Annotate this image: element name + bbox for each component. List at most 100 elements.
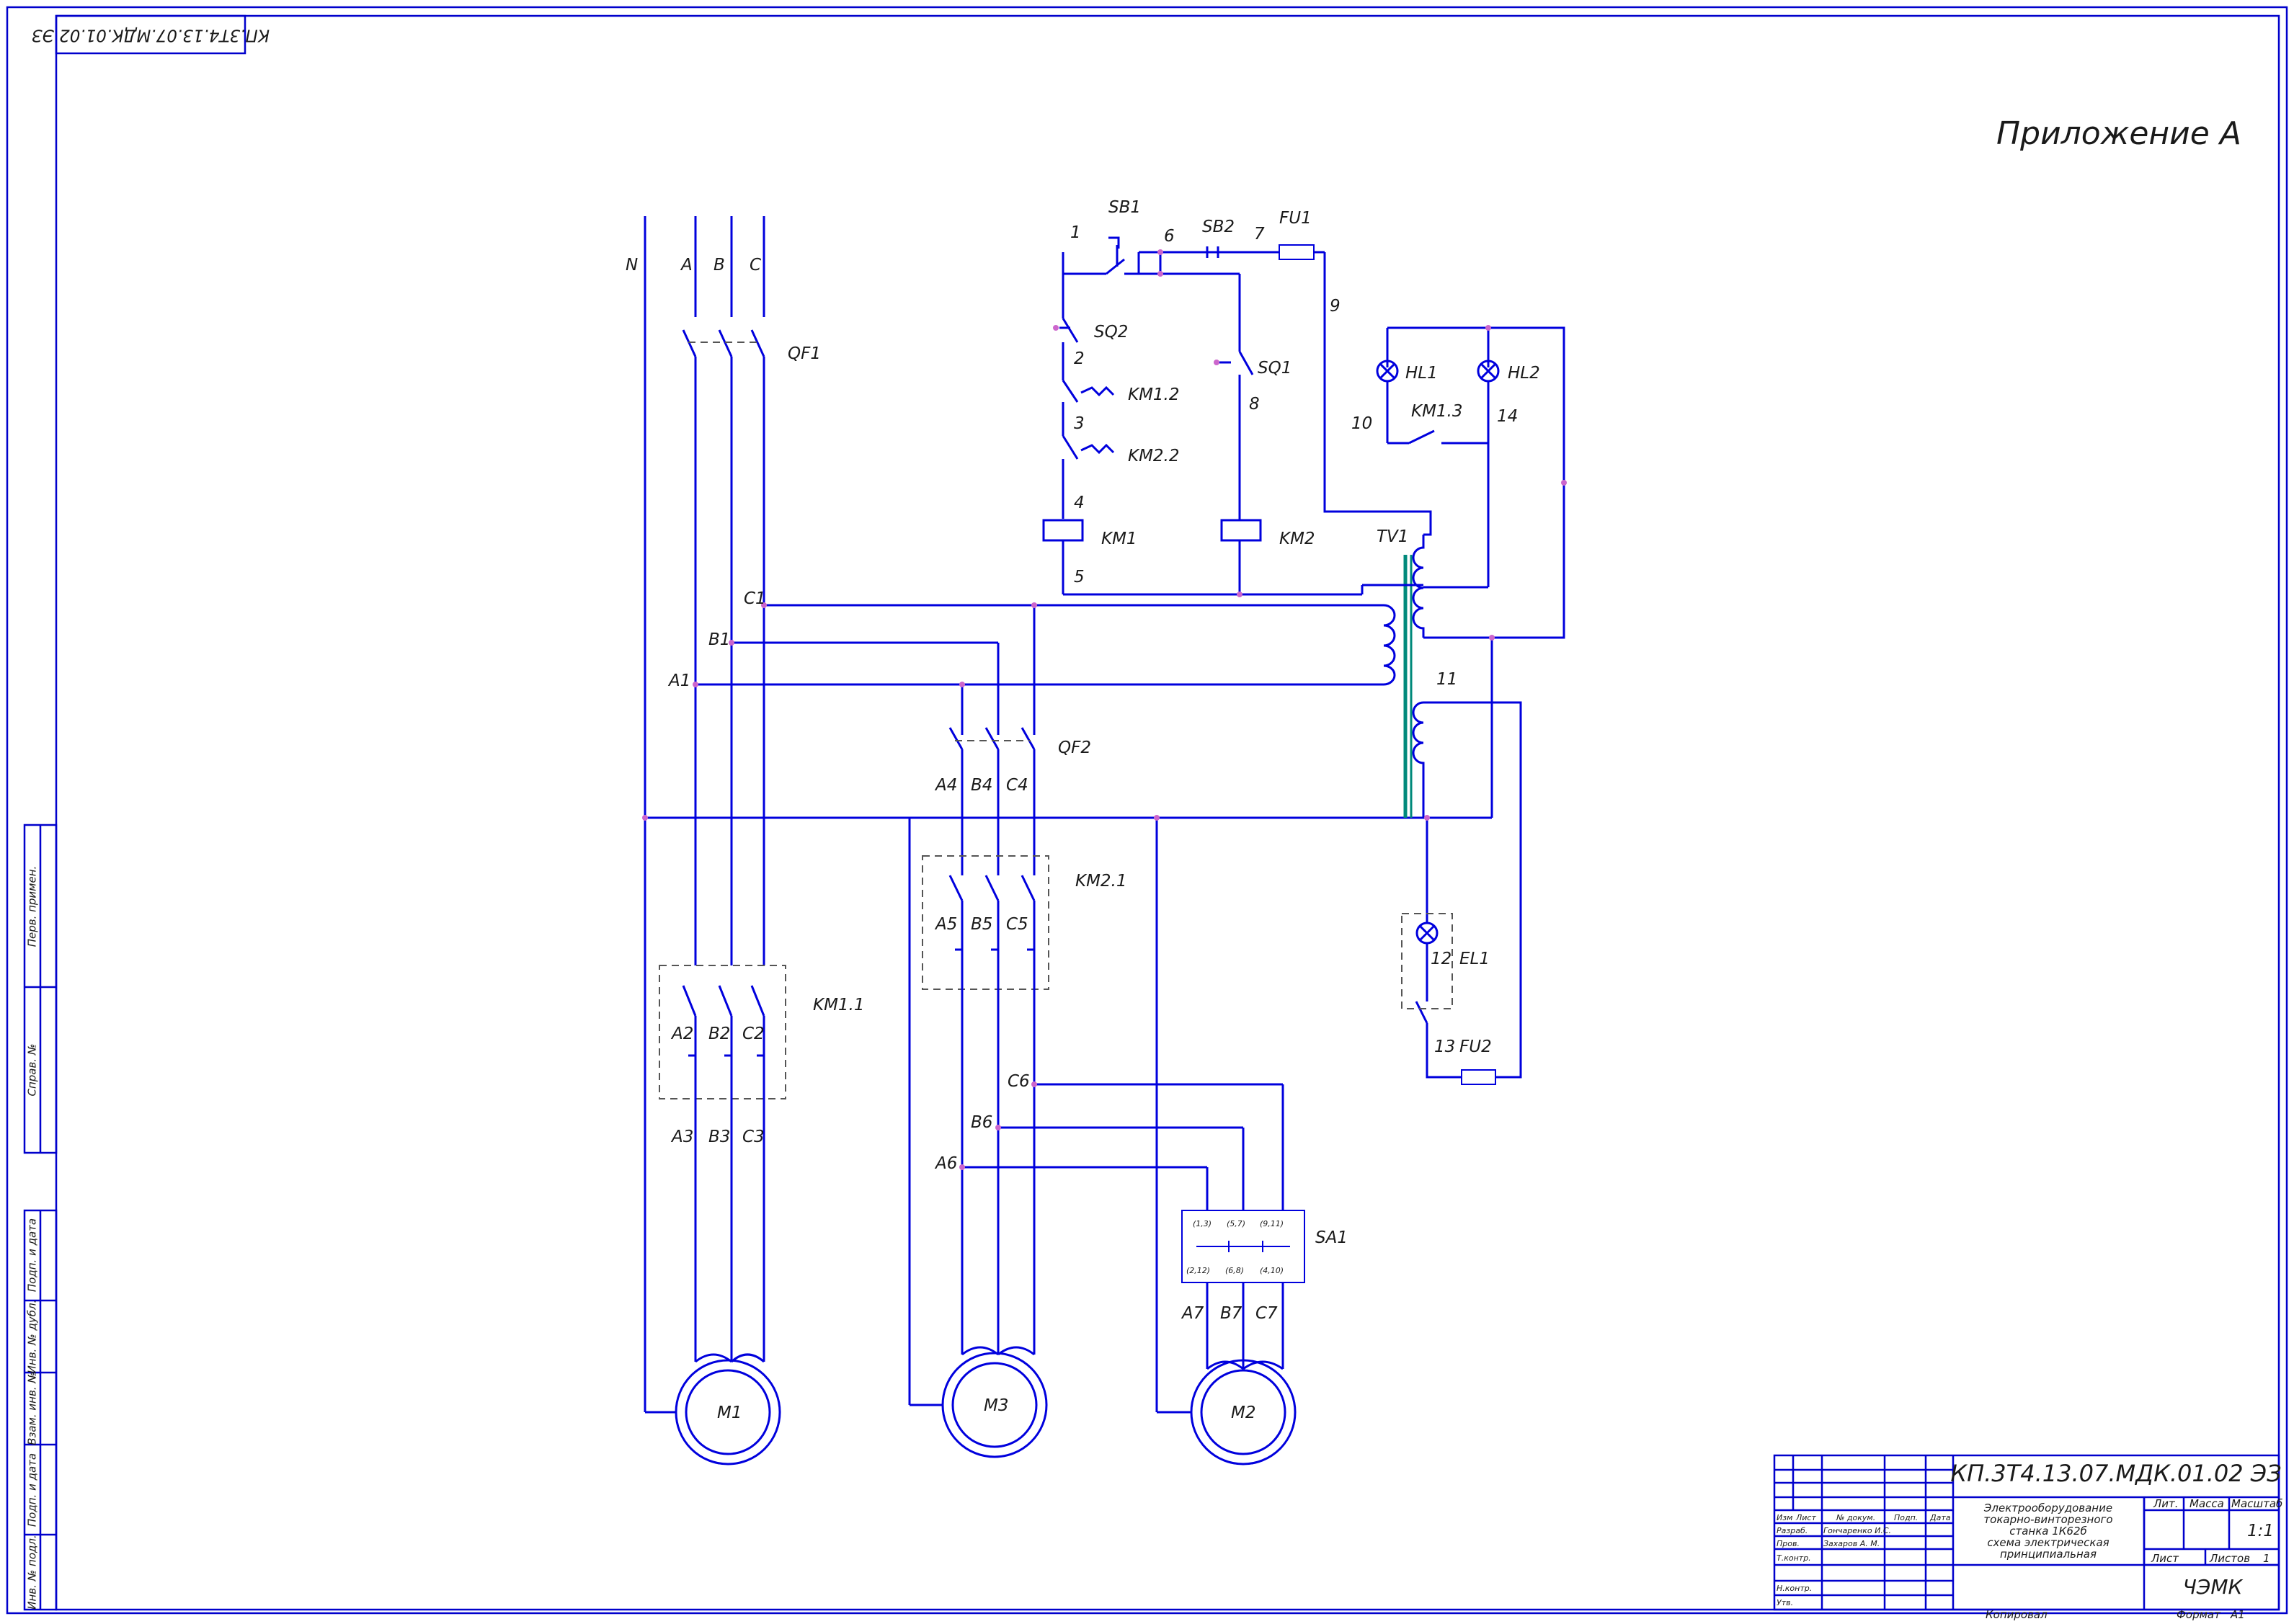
label-km2-2: KM2.2 — [1128, 447, 1180, 465]
label-n6: 6 — [1164, 227, 1175, 246]
label-b1: B1 — [708, 630, 730, 649]
label-c3: C3 — [742, 1128, 765, 1146]
label-m2: M2 — [1231, 1404, 1255, 1422]
tb-person-1: Захаров А. М. — [1823, 1539, 1880, 1548]
label-c: C — [750, 256, 761, 275]
sa1-top-0: (1,3) — [1193, 1219, 1212, 1228]
label-qf2: QF2 — [1058, 739, 1091, 757]
tb-header-3: Подп. — [1894, 1513, 1918, 1522]
tb-scale-value: 1:1 — [2247, 1522, 2274, 1540]
sheet-frame — [6, 6, 2288, 1615]
tb-role-3: Н.контр. — [1777, 1584, 1812, 1593]
tb-header-0: Изм — [1777, 1513, 1792, 1522]
label-n14: 14 — [1497, 407, 1518, 426]
sa1-bottom-0: (2,12) — [1186, 1266, 1210, 1275]
transformer-tv1 — [1362, 535, 1425, 818]
label-c7: C7 — [1255, 1304, 1278, 1323]
tb-format-value: A1 — [2230, 1608, 2245, 1620]
tb-mass: Масса — [2189, 1497, 2224, 1510]
tb-org: ЧЭМК — [2183, 1575, 2244, 1599]
label-n: N — [626, 256, 638, 275]
label-a6: A6 — [934, 1154, 957, 1173]
label-n3: 3 — [1074, 414, 1085, 433]
control-circuit — [1042, 236, 1565, 1085]
label-n13: 13 — [1434, 1038, 1455, 1056]
label-sb1: SB1 — [1108, 198, 1141, 217]
label-c1: C1 — [744, 589, 766, 608]
label-km1: KM1 — [1101, 530, 1137, 548]
side-cell-6: Инв. № подл. — [26, 1535, 39, 1609]
side-cell-1: Справ. № — [26, 1044, 39, 1097]
junction-nodes — [642, 249, 1567, 1170]
label-km1-2: KM1.2 — [1128, 385, 1180, 404]
label-b7: B7 — [1220, 1304, 1242, 1323]
tb-role-1: Пров. — [1777, 1539, 1800, 1548]
tb-header-2: № докум. — [1836, 1513, 1875, 1522]
label-km2: KM2 — [1279, 530, 1315, 548]
label-n2: 2 — [1074, 349, 1085, 368]
top-stamp-code: КП.3Т4.13.07.МДК.01.02 ЭЗ — [32, 26, 270, 45]
tb-copied: Копировал — [1986, 1608, 2048, 1620]
label-c6: C6 — [1008, 1072, 1030, 1091]
component-labels: N A B C QF1 C1 B1 A1 QF2 A4 B4 C4 KM2.1 … — [626, 198, 1540, 1422]
title-name-2: станка 1К62б — [2009, 1525, 2087, 1538]
title-name-0: Электрооборудование — [1983, 1502, 2112, 1514]
label-b: B — [713, 256, 725, 275]
tb-sheet: Лист — [2151, 1552, 2179, 1565]
side-cell-3: Инв. № дубл. — [26, 1300, 39, 1374]
label-km1-3: KM1.3 — [1411, 402, 1463, 421]
appendix-title: Приложение А — [1996, 115, 2241, 152]
side-cell-4: Взам. инв. № — [26, 1372, 39, 1445]
title-block-code: КП.3Т4.13.07.МДК.01.02 ЭЗ — [1950, 1460, 2281, 1487]
title-block: КП.3Т4.13.07.МДК.01.02 ЭЗ Электрооборудо… — [1773, 1454, 2282, 1621]
top-stamp: КП.3Т4.13.07.МДК.01.02 ЭЗ — [32, 14, 270, 55]
sa1-top-2: (9,11) — [1260, 1219, 1284, 1228]
side-cell-2: Подп. и дата — [26, 1218, 39, 1292]
label-n10: 10 — [1351, 414, 1372, 433]
tb-role-0: Разраб. — [1777, 1526, 1808, 1535]
label-n9: 9 — [1330, 297, 1341, 316]
label-n1: 1 — [1070, 223, 1081, 242]
label-b4: B4 — [971, 776, 992, 795]
label-n12: 12 — [1431, 950, 1451, 968]
side-cell-5: Подп. и дата — [26, 1453, 39, 1527]
label-tv1: TV1 — [1377, 527, 1408, 546]
side-cell-0: Перв. примен. — [26, 866, 39, 947]
tb-lit: Лит. — [2153, 1497, 2179, 1510]
label-hl1: HL1 — [1405, 364, 1438, 383]
label-n7: 7 — [1254, 225, 1265, 244]
label-c2: C2 — [742, 1025, 765, 1043]
label-a7: A7 — [1181, 1304, 1204, 1323]
sa1-top-1: (5,7) — [1227, 1219, 1245, 1228]
label-sq1: SQ1 — [1258, 359, 1292, 378]
title-name-3: схема электрическая — [1987, 1536, 2109, 1549]
label-km1-1: KM1.1 — [813, 996, 865, 1014]
label-a4: A4 — [934, 776, 957, 795]
label-n4: 4 — [1074, 494, 1085, 512]
tb-scale: Масштаб — [2231, 1497, 2282, 1510]
label-c5: C5 — [1006, 915, 1028, 934]
tb-role-4: Утв. — [1777, 1598, 1793, 1607]
label-c4: C4 — [1006, 776, 1028, 795]
label-hl2: HL2 — [1508, 364, 1540, 383]
title-name-4: принципиальная — [2000, 1548, 2097, 1561]
power-circuit — [644, 216, 1492, 1465]
label-fu2: FU2 — [1459, 1038, 1492, 1056]
side-table: Перв. примен. Справ. № Подп. и дата Инв.… — [23, 824, 58, 1611]
label-km2-1: KM2.1 — [1075, 872, 1127, 891]
label-n8: 8 — [1249, 395, 1260, 414]
label-b3: B3 — [708, 1128, 730, 1146]
label-n5: 5 — [1074, 568, 1085, 586]
tb-header-1: Лист — [1795, 1513, 1816, 1522]
label-a1: A1 — [667, 672, 690, 690]
sa1-bottom-2: (4,10) — [1260, 1266, 1284, 1275]
label-sq2: SQ2 — [1094, 323, 1128, 342]
label-a2: A2 — [670, 1025, 693, 1043]
title-name-1: токарно-винторезного — [1983, 1513, 2112, 1526]
label-m1: M1 — [717, 1404, 742, 1422]
label-m3: M3 — [984, 1396, 1008, 1415]
label-b5: B5 — [971, 915, 992, 934]
label-b2: B2 — [708, 1025, 730, 1043]
